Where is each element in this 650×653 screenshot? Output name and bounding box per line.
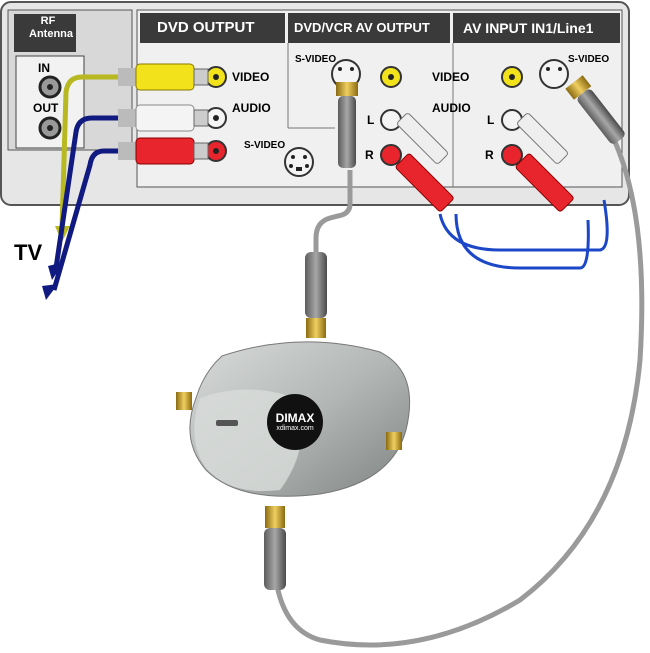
av-svideo-plug: [565, 75, 625, 144]
av-svideo-jack: [539, 59, 569, 89]
dvd-output-header-bg: [140, 13, 285, 43]
dvd-svideo-jack: [284, 147, 314, 177]
blue-loop-inner: [438, 199, 609, 252]
vcr-video-label: VIDEO: [432, 70, 470, 84]
dvd-video-label: VIDEO: [232, 70, 270, 84]
vcr-svideo-plug: [336, 82, 358, 168]
white-rca-plug: [118, 104, 209, 132]
dvd-output-title: DVD OUTPUT: [157, 19, 255, 36]
dvdvcr-output-title: DVD/VCR AV OUTPUT: [294, 20, 430, 35]
vcr-svideo-label: S-VIDEO: [295, 54, 337, 65]
device-url: xdimax.com: [276, 425, 314, 432]
gray-cable-long: [273, 120, 645, 648]
av-l-label: L: [487, 113, 495, 127]
vcr-red-rca-plug: [395, 153, 454, 212]
vcr-audio-r-jack: [380, 144, 402, 166]
avinput-header-bg: [453, 13, 620, 43]
red-rca-plug: [118, 137, 209, 165]
dimax-logo-badge: [267, 394, 323, 450]
yellow-rca-plug: [118, 63, 209, 91]
dvd-audio-label: AUDIO: [232, 101, 271, 115]
vcr-audio-label: AUDIO: [432, 101, 471, 115]
av-white-rca-plug: [517, 113, 568, 164]
navy-cable-white: [53, 115, 120, 269]
vcr-white-rca-plug: [397, 113, 448, 164]
tv-label: TV: [14, 240, 43, 265]
rf-title-line2: Antenna: [29, 28, 73, 40]
rf-out-label: OUT: [33, 101, 59, 115]
device-bottom-svideo-plug: [264, 506, 286, 590]
device-brand: DIMAX: [275, 411, 315, 425]
av-svideo-label: S-VIDEO: [568, 54, 610, 65]
vcr-svideo-jack: [331, 59, 361, 89]
gray-cable-top: [313, 170, 353, 258]
yellow-cable: [59, 74, 120, 229]
blue-loop-outer: [454, 213, 590, 270]
av-red-rca-plug: [515, 153, 574, 212]
vcr-audio-l-jack: [380, 109, 402, 131]
av-r-label: R: [485, 148, 494, 162]
av-audio-r-jack: [501, 144, 523, 166]
dimax-adapter: [176, 341, 411, 497]
navy-cable-red: [51, 148, 120, 291]
dvd-svideo-label: S-VIDEO: [244, 140, 286, 151]
rf-header-bg: [14, 14, 76, 52]
dvdvcr-header-bg: [288, 13, 450, 43]
av-input-title: AV INPUT IN1/Line1: [463, 20, 594, 36]
rf-title-line1: RF: [40, 15, 56, 27]
vcr-l-label: L: [367, 113, 375, 127]
vcr-r-label: R: [365, 148, 374, 162]
navy-arrow-2: [42, 284, 58, 300]
rf-in-label: IN: [38, 61, 50, 75]
device-top-svideo-plug: [305, 252, 327, 338]
